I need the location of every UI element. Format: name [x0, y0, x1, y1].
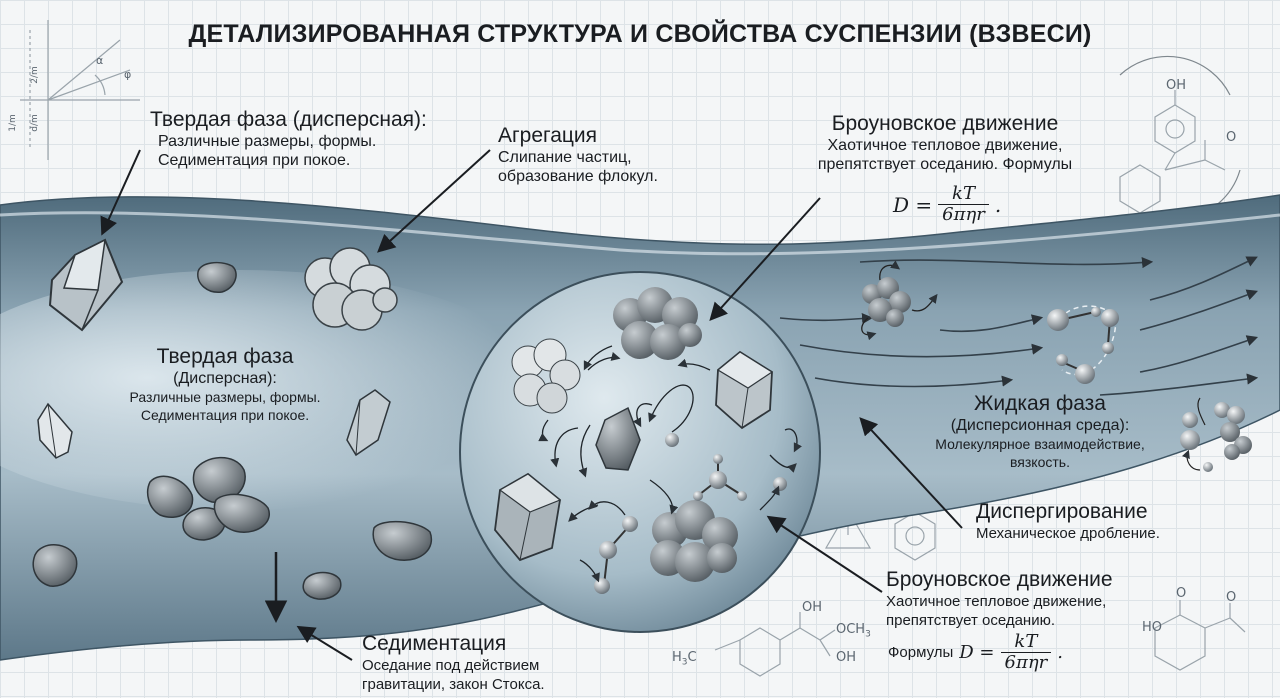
geom-phi: φ	[124, 68, 132, 81]
formula-lhs: D =	[893, 192, 933, 217]
liquid-phase-heading: Жидкая фаза	[974, 392, 1106, 415]
dispersion-line: Механическое дробление.	[976, 525, 1160, 542]
brownian-paths	[538, 345, 802, 583]
sphere-contents	[494, 287, 802, 594]
right-cluster	[1180, 397, 1252, 472]
flow-arrows	[779, 256, 1259, 396]
formula-fraction-bottom: kT 6πηr	[1000, 631, 1052, 673]
geom-alpha: α	[96, 54, 104, 67]
dispersion-heading: Диспергирование	[976, 500, 1148, 523]
floc-top	[613, 287, 702, 360]
solid-phase-mid-line-1: Различные размеры, формы.	[129, 389, 321, 405]
solid-phase-top-heading: Твердая фаза (дисперсная):	[150, 108, 427, 131]
brownian-top-heading: Броуновское движение	[831, 112, 1059, 135]
geom-dim-1m: 1/m	[7, 114, 18, 132]
geom-dim-2m: 2/m	[29, 66, 40, 84]
aggregation-line-1: Слипание частиц,	[498, 149, 632, 166]
aggregation-line-2: образование флокул.	[498, 168, 658, 185]
rock-sphere-center	[595, 406, 641, 471]
liquid-highlight	[0, 270, 550, 510]
brownian-bottom-heading: Броуновское движение	[886, 568, 1113, 591]
chem-oh-b: OH	[836, 650, 857, 665]
sedimentation-label: Седиментация Оседание под действием грав…	[362, 632, 545, 694]
chem-oh-a: OH	[802, 600, 823, 615]
rock-small-top	[197, 261, 237, 293]
page-title: ДЕТАЛИЗИРОВАННАЯ СТРУКТУРА И СВОЙСТВА СУ…	[188, 20, 1092, 48]
label-pointers	[100, 149, 963, 661]
crystal-sphere-left	[494, 472, 562, 562]
rock-pile	[147, 456, 271, 541]
formula-denominator: 6πηr	[938, 204, 989, 225]
liquid-phase-line-2: вязкость.	[1010, 454, 1070, 470]
brownian-bottom-line-1: Хаотичное тепловое движение,	[886, 593, 1107, 610]
rock-bottom-left	[32, 544, 78, 587]
solid-phase-top-line-1: Различные размеры, формы.	[158, 133, 377, 150]
particle-dot-2	[773, 477, 787, 491]
solid-phase-mid-heading: Твердая фаза	[156, 345, 294, 368]
crystal-small-right	[346, 389, 391, 457]
sedimentation-line-2: гравитации, закон Стокса.	[362, 676, 545, 693]
brownian-top-line-1: Хаотичное тепловое движение,	[827, 137, 1063, 154]
liquid-phase-label: Жидкая фаза (Дисперсионная среда): Молек…	[890, 392, 1190, 471]
molecule-chain	[594, 516, 638, 594]
solid-phase-mid-label: Твердая фаза (Дисперсная): Различные раз…	[80, 345, 370, 424]
rock-bottom-mid	[302, 571, 342, 600]
floc-left	[304, 247, 398, 331]
aggregation-heading: Агрегация	[498, 124, 598, 147]
liquid-phase-sub: (Дисперсионная среда):	[950, 417, 1130, 434]
sedimentation-line-1: Оседание под действием	[362, 657, 540, 674]
crystal-sphere-right	[715, 350, 774, 430]
chem-h3c: H3C	[672, 650, 697, 668]
sedimentation-heading: Седиментация	[362, 632, 507, 655]
formula-tail-bottom: .	[1057, 642, 1063, 663]
formula-fraction: kT 6πηr	[938, 184, 989, 225]
particle-dot	[665, 433, 679, 447]
formula-numerator: kT	[952, 183, 975, 204]
liquid-phase-line-1: Молекулярное взаимодействие,	[935, 436, 1145, 452]
formula-lhs-bottom: D =	[959, 642, 995, 663]
aggregation-label: Агрегация Слипание частиц, образование ф…	[498, 124, 658, 186]
chem-oh-top: OH	[1166, 78, 1187, 93]
chem-o-right: O	[1176, 586, 1187, 601]
background-sketches	[20, 20, 1246, 677]
chem-o-ring: O	[1226, 130, 1237, 145]
brownian-bottom-line-2: препятствует оседанию.	[886, 612, 1056, 629]
chem-och3: OCH3	[836, 622, 871, 640]
brownian-top-line-2: препятствует оседанию. Формулы	[817, 156, 1073, 173]
chem-o-ring2: O	[1226, 590, 1237, 605]
brownian-bottom-formula: Формулы D = kT 6πηr .	[888, 632, 1063, 673]
molecule-tetra	[693, 454, 747, 501]
formula-denominator-bottom: 6πηr	[1000, 652, 1052, 673]
solid-phase-top-line-2: Седиментация при покое.	[158, 152, 351, 169]
brownian-top-formula: D = kT 6πηr .	[893, 184, 1001, 225]
rock-right	[372, 520, 433, 561]
solid-phase-mid-line-2: Седиментация при покое.	[140, 407, 310, 423]
formula-prefix: Формулы	[888, 644, 954, 661]
dispersion-label: Диспергирование Механическое дробление.	[976, 500, 1160, 543]
solid-phase-top-label: Твердая фаза (дисперсная): Различные раз…	[150, 108, 427, 170]
solid-phase-mid-sub: (Дисперсная):	[173, 370, 277, 387]
geom-dim-dm: d/m	[29, 114, 40, 132]
right-aggregate	[861, 260, 938, 341]
crystal-large	[48, 238, 124, 332]
brownian-bottom-label: Броуновское движение Хаотичное тепловое …	[886, 568, 1113, 630]
chem-ho: HO	[1142, 620, 1163, 635]
floc-white	[511, 338, 581, 414]
formula-numerator-bottom: kT	[1014, 631, 1038, 652]
crystal-small-left	[37, 402, 73, 459]
brownian-top-label: Броуновское движение Хаотичное тепловое …	[780, 112, 1110, 174]
floc-bottom	[650, 500, 738, 582]
formula-tail: .	[994, 192, 1002, 217]
right-molecule	[1047, 305, 1119, 384]
